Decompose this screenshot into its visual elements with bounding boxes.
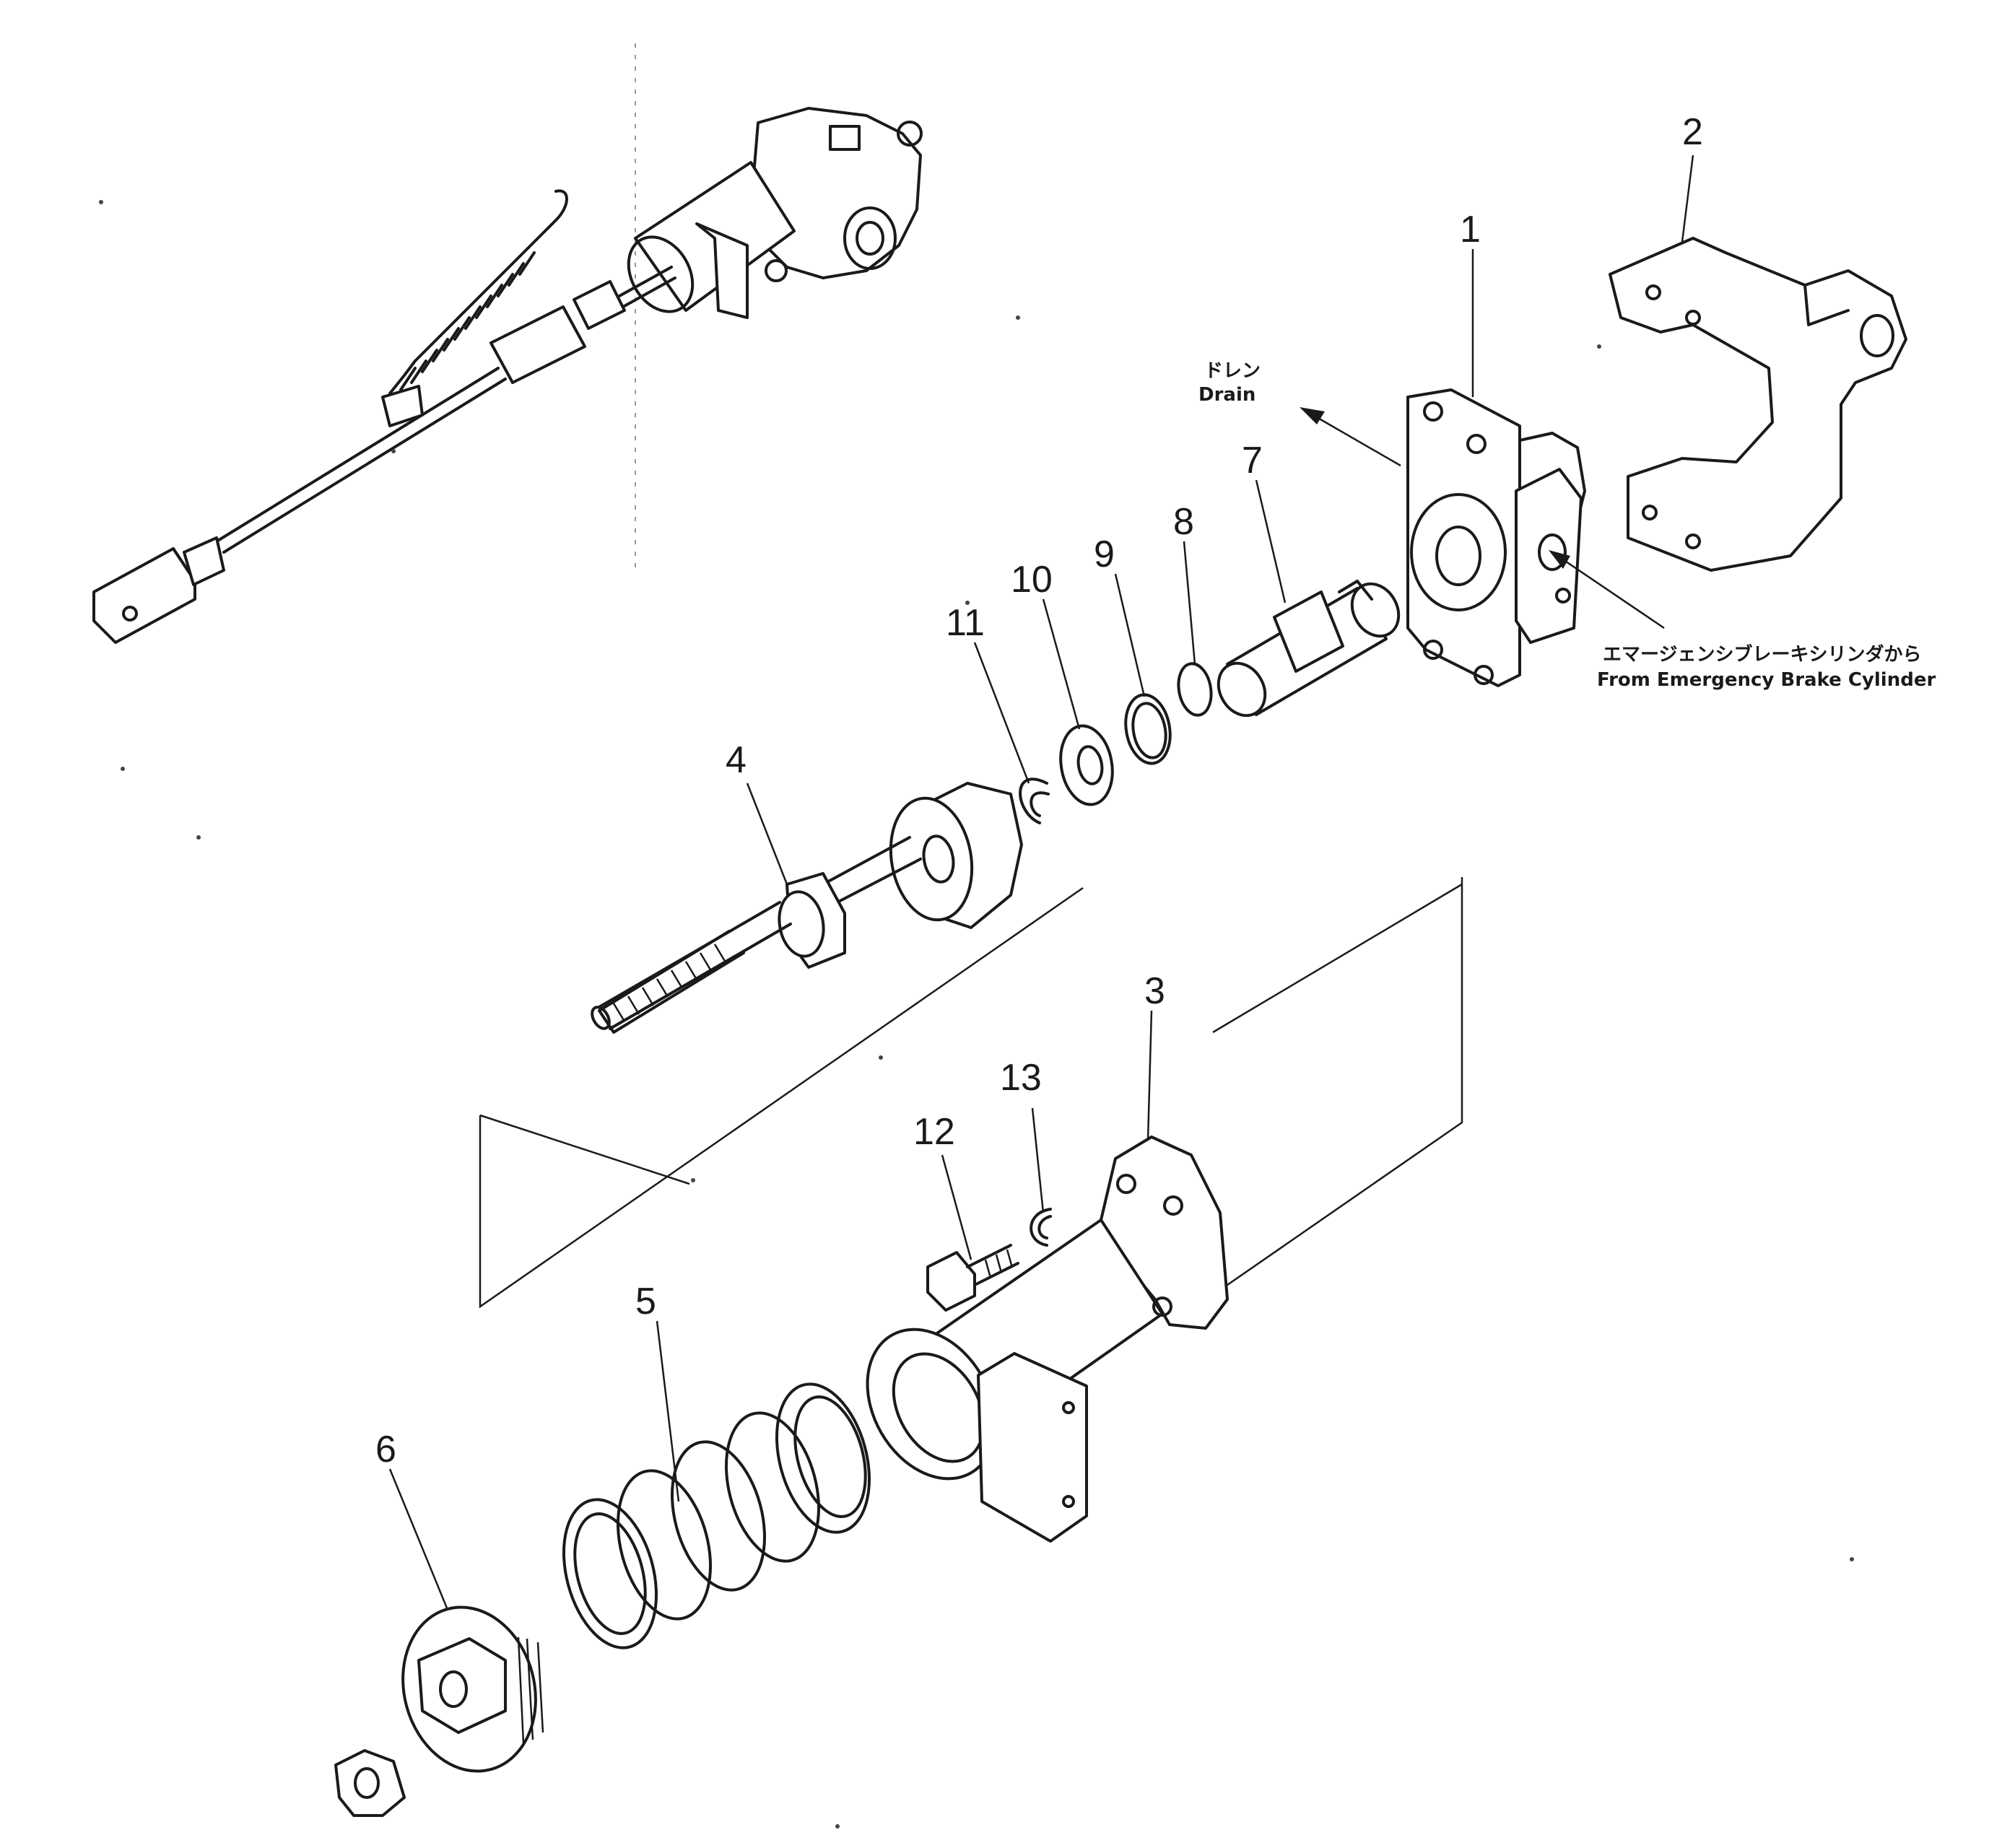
leader-lines — [388, 154, 1694, 1611]
callout-6: 6 — [375, 1429, 396, 1470]
part-5-spring — [562, 1382, 871, 1649]
part-8-o-ring — [1177, 662, 1213, 717]
drain-label-jp: ドレン — [1204, 360, 1261, 382]
callout-10: 10 — [1011, 559, 1053, 601]
from-label-en: From Emergency Brake Cylinder — [1597, 669, 1936, 691]
part-4-piston-rod — [591, 782, 1023, 1034]
callout-4: 4 — [726, 739, 747, 781]
valve-linkage-assembly — [92, 107, 923, 644]
part-2-yoke — [1609, 237, 1907, 572]
callout-9: 9 — [1094, 533, 1115, 575]
annotations: ドレン Drain エマージェンシブレーキシリンダから From Emergen… — [1198, 360, 1936, 691]
callout-11: 11 — [946, 602, 985, 644]
callout-5: 5 — [635, 1281, 656, 1322]
part-11-circlip — [1019, 777, 1050, 824]
drain-label-en: Drain — [1198, 384, 1255, 406]
callout-1: 1 — [1460, 209, 1481, 250]
part-7-plunger — [1217, 580, 1401, 718]
part-3-cylinder-housing — [866, 1136, 1229, 1543]
part-9-snap-ring — [1124, 693, 1172, 765]
callout-3: 3 — [1144, 970, 1165, 1012]
scan-dots — [99, 200, 1854, 1829]
part-6-plug — [401, 1605, 544, 1773]
part-1-flange — [1406, 388, 1586, 687]
part-12-bolt — [926, 1244, 1019, 1312]
callout-13: 13 — [1000, 1057, 1042, 1099]
callout-8: 8 — [1173, 501, 1194, 543]
part-6-nut — [334, 1749, 406, 1817]
from-label-jp: エマージェンシブレーキシリンダから — [1603, 643, 1921, 666]
callout-7: 7 — [1242, 440, 1263, 481]
alignment-lines — [479, 877, 1463, 1309]
callout-2: 2 — [1682, 111, 1703, 153]
callout-12: 12 — [913, 1111, 955, 1153]
callouts: 1 2 3 4 5 6 7 8 9 10 11 12 13 — [375, 111, 1703, 1470]
part-13-lock-washer — [1030, 1208, 1052, 1247]
part-10-washer — [1059, 724, 1114, 806]
